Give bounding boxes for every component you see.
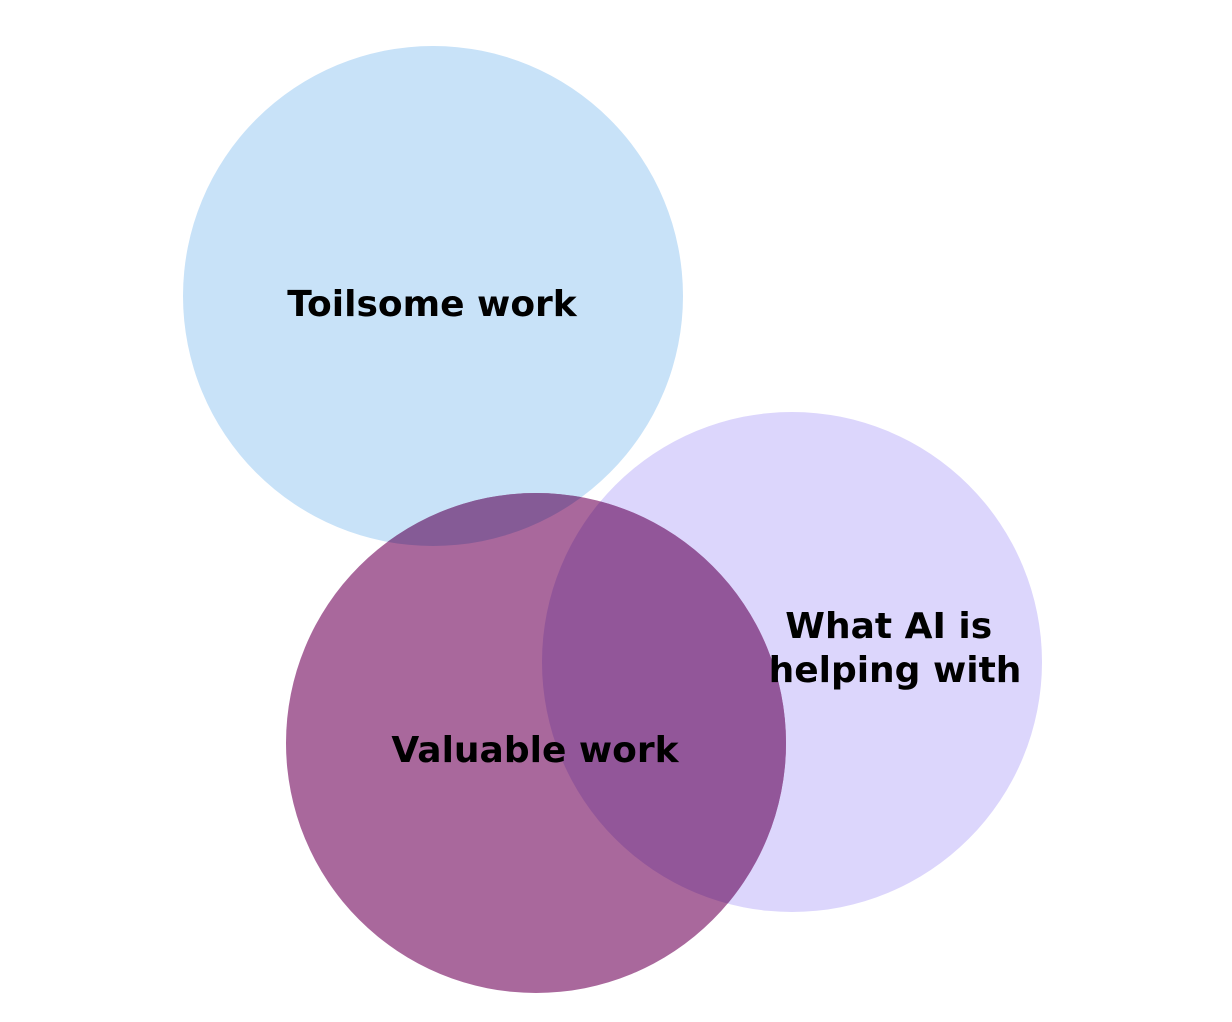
ai-helping-label: What AI is helping with: [769, 606, 1022, 691]
valuable-ai-helping-overlap: [542, 493, 786, 912]
valuable-work-label: Valuable work: [391, 730, 679, 771]
toilsome-work-label: Toilsome work: [287, 284, 578, 325]
ai-helping-label-line-2: helping with: [769, 650, 1022, 691]
ai-helping-label-line-1: What AI is: [785, 606, 992, 647]
toilsome-work-circle: [183, 46, 683, 546]
